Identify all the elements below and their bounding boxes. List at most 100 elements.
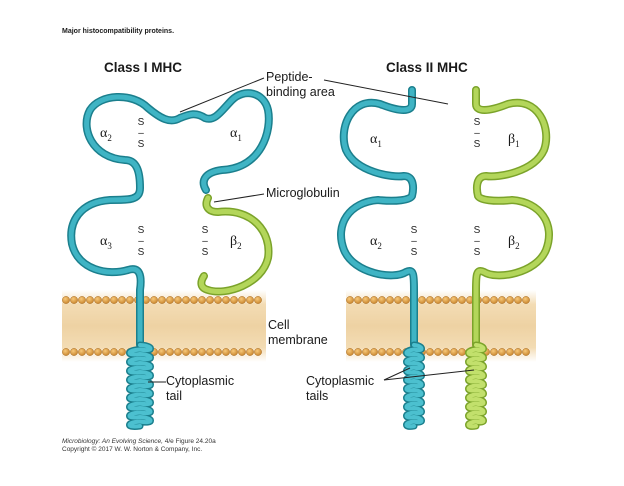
phospholipid-head xyxy=(402,296,410,304)
phospholipid-head xyxy=(498,296,506,304)
phospholipid-head xyxy=(206,296,214,304)
phospholipid-head xyxy=(346,348,354,356)
class1-alpha1-label: α1 xyxy=(230,126,242,143)
phospholipid-head xyxy=(174,348,182,356)
phospholipid-head xyxy=(418,296,426,304)
figure-credit: Microbiology: An Evolving Science, 4/e F… xyxy=(62,438,216,453)
figure-heading: Major histocompatibility proteins. xyxy=(62,28,175,35)
phospholipid-head xyxy=(442,348,450,356)
phospholipid-head xyxy=(222,348,230,356)
phospholipid-head xyxy=(126,296,134,304)
phospholipid-head xyxy=(110,348,118,356)
disulfide-bond-class1-alpha3: S–S xyxy=(137,225,145,258)
class2-beta1-label: β1 xyxy=(508,132,520,149)
class2-alpha2-label: α2 xyxy=(370,234,382,251)
phospholipid-head xyxy=(522,296,530,304)
phospholipid-head xyxy=(206,348,214,356)
peptide-binding-area-label: Peptide- binding area xyxy=(266,70,335,99)
class1-alpha3-label: α3 xyxy=(100,234,112,251)
phospholipid-head xyxy=(62,296,70,304)
disulfide-bond-class1-beta2: S–S xyxy=(201,225,209,258)
cyto-tails-leader-a xyxy=(383,367,411,381)
phospholipid-head xyxy=(394,296,402,304)
phospholipid-head xyxy=(214,348,222,356)
phospholipid-head xyxy=(166,296,174,304)
phospholipid-head xyxy=(458,348,466,356)
disulfide-bond-class2-alpha2: S–S xyxy=(410,225,418,258)
phospholipid-head xyxy=(94,348,102,356)
phospholipid-head xyxy=(78,348,86,356)
phospholipid-head xyxy=(190,348,198,356)
phospholipid-head xyxy=(370,296,378,304)
phospholipid-head xyxy=(78,296,86,304)
class1-alpha-chain xyxy=(67,89,273,430)
phospholipid-head xyxy=(482,296,490,304)
phospholipid-head xyxy=(86,296,94,304)
class1-beta2-label: β2 xyxy=(230,234,242,251)
phospholipid-head xyxy=(230,348,238,356)
phospholipid-head xyxy=(198,348,206,356)
phospholipid-head xyxy=(254,296,262,304)
class1-title: Class I MHC xyxy=(104,60,183,75)
phospholipid-head xyxy=(94,296,102,304)
disulfide-bond-class2-beta2: S–S xyxy=(473,225,481,258)
phospholipid-head xyxy=(434,296,442,304)
phospholipid-head xyxy=(70,348,78,356)
phospholipid-head xyxy=(214,296,222,304)
phospholipid-head xyxy=(158,296,166,304)
phospholipid-head xyxy=(426,296,434,304)
phospholipid-head xyxy=(230,296,238,304)
phospholipid-head xyxy=(182,348,190,356)
phospholipid-head xyxy=(506,348,514,356)
phospholipid-head xyxy=(62,348,70,356)
phospholipid-head xyxy=(378,296,386,304)
phospholipid-head xyxy=(450,296,458,304)
phospholipid-head xyxy=(386,296,394,304)
phospholipid-head xyxy=(238,348,246,356)
phospholipid-head xyxy=(490,296,498,304)
phospholipid-head xyxy=(450,348,458,356)
phospholipid-head xyxy=(110,296,118,304)
phospholipid-head xyxy=(354,348,362,356)
phospholipid-head xyxy=(102,296,110,304)
phospholipid-head xyxy=(246,296,254,304)
microglobulin-label: Microglobulin xyxy=(266,186,340,200)
phospholipid-head xyxy=(370,348,378,356)
phospholipid-head xyxy=(182,296,190,304)
phospholipid-head xyxy=(158,348,166,356)
cell-membrane-left xyxy=(62,290,266,362)
peptide-leader-class1 xyxy=(179,77,265,113)
phospholipid-head xyxy=(166,348,174,356)
phospholipid-head xyxy=(354,296,362,304)
phospholipid-head xyxy=(238,296,246,304)
phospholipid-head xyxy=(442,296,450,304)
class1-alpha2-label: α2 xyxy=(100,126,112,143)
phospholipid-head xyxy=(70,296,78,304)
leader-lines xyxy=(148,77,475,383)
phospholipid-head xyxy=(198,296,206,304)
phospholipid-head xyxy=(174,296,182,304)
class2-alpha-chain xyxy=(337,86,425,430)
phospholipid-head xyxy=(514,348,522,356)
cell-membrane-label: Cell membrane xyxy=(268,318,328,347)
phospholipid-head xyxy=(394,348,402,356)
phospholipid-head xyxy=(346,296,354,304)
phospholipid-head xyxy=(222,296,230,304)
phospholipid-head xyxy=(362,296,370,304)
phospholipid-head xyxy=(490,348,498,356)
phospholipid-head xyxy=(362,348,370,356)
phospholipid-head xyxy=(514,296,522,304)
beta2-microglobulin xyxy=(197,194,273,296)
phospholipid-head xyxy=(86,348,94,356)
disulfide-bond-class1-alpha2: S–S xyxy=(137,117,145,150)
phospholipid-head xyxy=(378,348,386,356)
phospholipid-head xyxy=(118,296,126,304)
cytoplasmic-tail-label: Cytoplasmic tail xyxy=(166,374,235,403)
phospholipid-head xyxy=(506,296,514,304)
phospholipid-head xyxy=(386,348,394,356)
phospholipid-head xyxy=(246,348,254,356)
phospholipid-head xyxy=(426,348,434,356)
cyto-tails-leader-b xyxy=(383,369,475,381)
